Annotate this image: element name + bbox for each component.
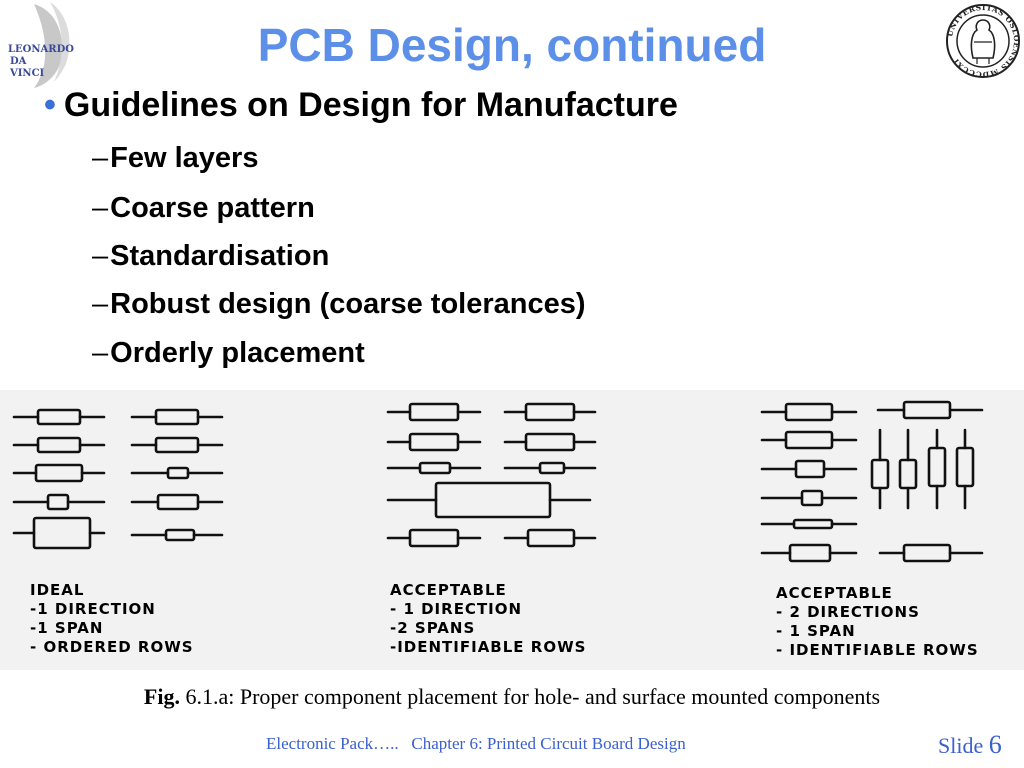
logo-left-line-1: LEONARDO [8,44,74,55]
component-symbol [503,402,597,422]
component-symbol [12,436,106,454]
figure-caption: Fig. 6.1.a: Proper component placement f… [0,684,1024,710]
caption-text: 6.1.a: Proper component placement for ho… [179,684,881,709]
bullet-dot: • [44,86,56,124]
slide-number: Slide 6 [938,730,1002,759]
component-symbol [876,400,984,420]
sub-item: –Coarse pattern [92,192,315,224]
panel-2-line-4: -IDENTIFIABLE ROWS [390,638,586,656]
component-symbol [503,432,597,452]
component-symbol [927,428,947,510]
logo-left-line-3: VINCI [9,68,45,79]
slide-title: PCB Design, continued [257,19,767,71]
panel-3-line-4: - IDENTIFIABLE ROWS [776,641,979,659]
component-symbol [760,402,858,422]
panel-1-line-3: -1 SPAN [30,619,103,637]
component-symbol [130,466,224,480]
caption-label: Fig. [143,684,180,709]
component-symbol [760,518,858,530]
component-symbol [12,516,106,550]
component-symbol [12,463,106,483]
panel-3-line-3: - 1 SPAN [776,622,856,640]
sub-item: –Standardisation [92,240,330,272]
component-symbol [760,489,858,507]
component-symbol [386,481,592,519]
component-symbol [12,493,106,511]
component-symbol [130,493,224,511]
component-symbol [130,408,224,426]
component-symbol [898,428,918,510]
component-symbol [386,432,482,452]
main-bullet: •Guidelines on Design for Manufacture [44,86,678,125]
component-symbol [760,459,858,479]
panel-2-line-3: -2 SPANS [390,619,475,637]
sub-item: –Orderly placement [92,337,365,369]
panel-1-line-1: IDEAL [30,581,84,599]
component-symbol [12,408,106,426]
component-placement-figure: IDEAL -1 DIRECTION -1 SPAN - ORDERED ROW… [0,390,1024,670]
component-symbol [130,528,224,542]
leonardo-da-vinci-logo: LEONARDO DA VINCI [8,2,74,88]
panel-2-line-2: - 1 DIRECTION [390,600,522,618]
panel-3-line-2: - 2 DIRECTIONS [776,603,920,621]
panel-1-line-4: - ORDERED ROWS [30,638,194,656]
component-symbol [503,461,597,475]
main-bullet-text: Guidelines on Design for Manufacture [63,86,678,124]
panel-2-line-1: ACCEPTABLE [390,581,507,599]
footer-text: Electronic Pack….. Chapter 6: Printed Ci… [266,734,686,753]
component-symbol [386,402,482,422]
component-symbol [760,430,858,450]
component-symbol [503,528,597,548]
component-symbol [878,543,984,563]
component-symbol [955,428,975,510]
component-symbol [870,428,890,510]
sub-item: –Few layers [92,142,259,174]
logo-left-line-2: DA [10,56,27,67]
university-oslo-seal: UNIVERSITAS OSLOENSIS MDCCCXI [945,3,1020,79]
panel-3-line-1: ACCEPTABLE [776,584,893,602]
component-symbol [760,543,858,563]
component-symbol [386,461,482,475]
sub-item: –Robust design (coarse tolerances) [92,288,586,320]
panel-1-line-2: -1 DIRECTION [30,600,156,618]
component-symbol [130,436,224,454]
component-symbol [386,528,482,548]
